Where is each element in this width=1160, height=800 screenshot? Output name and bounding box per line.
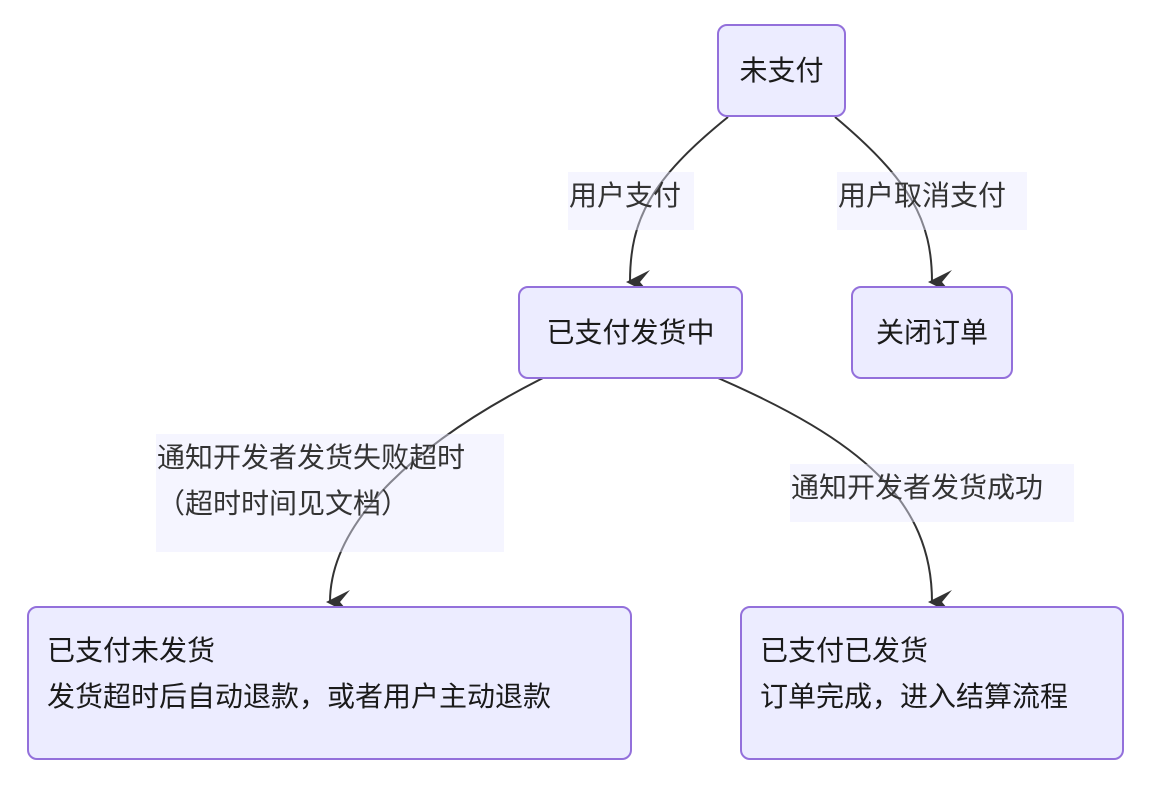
node-paid-shipped-title: 已支付已发货 — [760, 634, 929, 667]
node-unpaid-label: 未支付 — [739, 53, 824, 87]
edge-unpaid-to-paid-shipping — [626, 116, 729, 295]
node-paid-shipped-desc: 订单完成，进入结算流程 — [760, 680, 1069, 713]
edge-label-ship-success: 通知开发者发货成功 — [790, 464, 1074, 522]
edge-unpaid-to-closed — [834, 116, 953, 294]
edge-label-user-pay: 用户支付 — [568, 172, 694, 230]
node-paid-shipping[interactable]: 已支付发货中 — [518, 286, 743, 379]
node-paid-not-shipped-title: 已支付未发货 — [47, 634, 216, 667]
node-closed[interactable]: 关闭订单 — [851, 286, 1013, 379]
node-paid-shipping-label: 已支付发货中 — [546, 315, 715, 349]
edge-paid-shipping-to-shipped — [717, 377, 953, 614]
edge-paid-shipping-to-not-shipped — [326, 377, 544, 615]
node-paid-shipped[interactable]: 已支付已发货 订单完成，进入结算流程 — [740, 606, 1124, 760]
edge-label-user-cancel: 用户取消支付 — [837, 172, 1027, 230]
edge-label-ship-fail-line1: 通知开发者发货失败超时 — [157, 441, 466, 474]
node-closed-label: 关闭订单 — [875, 315, 988, 349]
node-unpaid[interactable]: 未支付 — [717, 24, 846, 117]
node-paid-not-shipped-desc: 发货超时后自动退款，或者用户主动退款 — [47, 680, 552, 713]
node-paid-not-shipped[interactable]: 已支付未发货 发货超时后自动退款，或者用户主动退款 — [27, 606, 632, 760]
edge-label-ship-fail: 通知开发者发货失败超时 （超时时间见文档） — [156, 434, 504, 552]
edge-label-ship-fail-line2: （超时时间见文档） — [157, 487, 410, 520]
